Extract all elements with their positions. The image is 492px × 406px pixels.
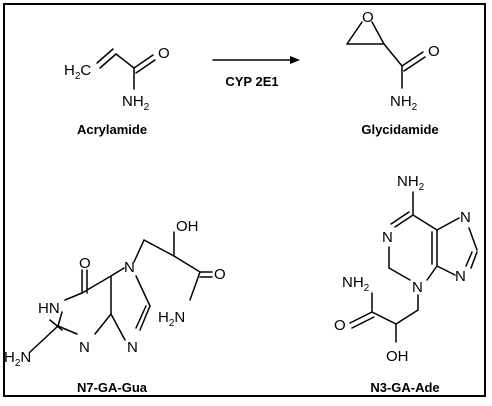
- acrylamide-structure: H2C O NH2 Acrylamide: [64, 45, 170, 137]
- ade-5ring-bond-3: [465, 251, 473, 267]
- ade-5ring-bond-2: [468, 227, 478, 251]
- acrylamide-cc-bond: [115, 53, 135, 69]
- glycidamide-structure: O O NH2 Glycidamide: [346, 9, 440, 137]
- ade-5ring-bond-4: [436, 265, 456, 276]
- n7-ga-gua-name: N7-GA-Gua: [77, 380, 148, 395]
- gua-amide-n-label: H2N: [158, 309, 185, 329]
- acrylamide-double-bond-2: [96, 48, 114, 64]
- acrylamide-nh2-label: NH2: [122, 93, 150, 113]
- gua-chain-bond-1: [133, 239, 145, 263]
- gua-ring-bond-4b: [49, 319, 63, 331]
- glycidamide-co-bond-2: [403, 56, 426, 72]
- ade-ring-bond-1b: [390, 211, 410, 225]
- n7-ga-gua-structure: O HN H2N N N N OH O H2N N7-GA-Gua: [4, 218, 226, 395]
- acrylamide-name: Acrylamide: [77, 122, 147, 137]
- ade-ring-bond-3: [388, 267, 411, 281]
- n3-ga-ade-name: N3-GA-Ade: [370, 380, 439, 395]
- ade-ring-bond-1: [394, 214, 414, 228]
- ade-n7-label: N: [460, 209, 471, 226]
- glycidamide-o-label: O: [428, 43, 440, 60]
- ade-ring-bond-4: [426, 265, 438, 281]
- ade-n1-label: N: [382, 229, 393, 246]
- gua-ring-bond-4: [57, 325, 78, 335]
- gua-o-label: O: [79, 255, 91, 272]
- acrylamide-h2c-label: H2C: [64, 62, 91, 82]
- gua-amide-o-label: O: [214, 266, 226, 283]
- reaction-arrow: CYP 2E1: [212, 56, 300, 89]
- ade-n3-label: N: [412, 279, 423, 296]
- acrylamide-o-label: O: [158, 45, 170, 62]
- ade-amide-co-1: [349, 311, 373, 324]
- gua-ring-bond-3: [94, 313, 112, 335]
- ade-amide-o-label: O: [334, 317, 346, 334]
- gua-h2n-label: H2N: [4, 349, 31, 369]
- gua-amino-bond: [29, 325, 59, 353]
- gua-hn-label: HN: [38, 300, 60, 317]
- glycidamide-name: Glycidamide: [361, 122, 438, 137]
- ade-5ring-bond-1: [436, 217, 460, 231]
- ade-chain-bond-2: [395, 309, 419, 325]
- ade-amide-co-2: [351, 316, 375, 329]
- gua-n7-label: N: [124, 259, 135, 276]
- ade-oh-label: OH: [386, 348, 409, 365]
- gua-chain-bond-2: [143, 239, 175, 257]
- gua-n9-label: N: [127, 339, 138, 356]
- epoxide-bond-1: [346, 21, 363, 45]
- acrylamide-double-bond-1: [99, 53, 117, 69]
- acrylamide-co-bond-1: [133, 54, 154, 69]
- gua-5ring-bond-2: [135, 275, 151, 307]
- gua-5ring-bond-1: [110, 267, 125, 277]
- gua-oh-label: OH: [176, 218, 199, 235]
- arrow-head: [290, 56, 300, 64]
- gua-n3-label: N: [79, 339, 90, 356]
- epoxide-o-label: O: [362, 9, 374, 26]
- gua-5ring-bond-3: [139, 305, 151, 331]
- gua-5ring-bond-4: [110, 313, 126, 341]
- ade-chain-bond-3: [371, 311, 397, 325]
- ade-n9-label: N: [455, 268, 466, 285]
- gua-chain-bond-3: [173, 255, 201, 273]
- gua-ring-bond-5: [57, 311, 63, 327]
- gua-amide-cn-bond: [189, 271, 201, 301]
- figure-frame: [3, 3, 486, 397]
- ade-amide-nh2-label: NH2: [342, 274, 370, 294]
- n3-ga-ade-structure: NH2 N N N N OH NH2 O N3-GA-Ade: [334, 173, 478, 395]
- glycidamide-co-bond-1: [401, 51, 424, 67]
- glycidamide-cc-bond: [383, 43, 403, 67]
- acrylamide-co-bond-2: [135, 59, 156, 74]
- gua-ring-bond-6: [64, 292, 83, 301]
- enzyme-label: CYP 2E1: [225, 74, 278, 89]
- gua-5ring-bond-3b: [135, 305, 147, 329]
- ade-ring-bond-6: [412, 214, 438, 231]
- ade-nh2-label: NH2: [397, 173, 425, 193]
- ade-5ring-bond-3b: [470, 251, 478, 269]
- epoxide-bond-2: [371, 21, 385, 45]
- glycidamide-nh2-label: NH2: [390, 93, 418, 113]
